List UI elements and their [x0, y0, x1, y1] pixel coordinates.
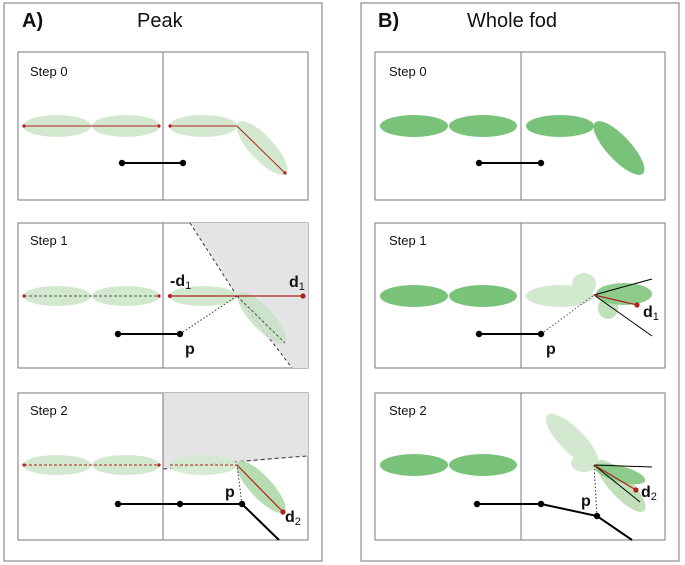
p-label: p	[581, 493, 591, 510]
vector-tip	[633, 487, 639, 493]
cone-edge	[593, 464, 653, 468]
step-label: Step 1	[389, 233, 427, 248]
panel-a-step-2: Step 2 p d2	[17, 392, 309, 541]
cone-edge	[593, 278, 653, 296]
step-label: Step 2	[389, 403, 427, 418]
vector-tip	[280, 509, 286, 515]
projection-line	[593, 464, 598, 517]
segment-ellipse	[380, 285, 448, 307]
end-dot	[168, 294, 172, 298]
panel-b-title: Whole fod	[467, 10, 557, 32]
fod-lobe	[572, 273, 596, 295]
fod-lobe	[596, 283, 652, 305]
path-node	[114, 500, 122, 508]
peak-line	[170, 125, 286, 174]
projection-line	[540, 294, 595, 335]
end-dot	[22, 124, 26, 128]
path-node	[179, 159, 187, 167]
p-label: p	[546, 341, 556, 358]
segment-ellipse	[237, 292, 287, 344]
path-node	[473, 500, 481, 508]
step-label: Step 2	[30, 403, 68, 418]
d1-label: d1	[289, 274, 305, 293]
step-label: Step 0	[30, 64, 68, 79]
segment-ellipse	[593, 121, 645, 175]
projection-line	[179, 295, 238, 335]
fod-lobe	[594, 463, 646, 485]
projection-line	[236, 464, 243, 505]
d2-label: d2	[285, 509, 301, 528]
direction-vector	[593, 464, 637, 491]
path-node	[537, 159, 545, 167]
p-label: p	[185, 341, 195, 358]
panel-b: B) Whole fod Step 0 Step 1	[360, 2, 680, 562]
end-dot	[283, 171, 287, 175]
path-node	[537, 500, 545, 508]
path-node	[176, 330, 184, 338]
panel-b-step-0: Step 0	[374, 51, 666, 201]
cone-edge	[593, 464, 641, 503]
segment-ellipse	[380, 115, 448, 137]
segment-ellipse	[449, 115, 517, 137]
segment-ellipse	[526, 115, 594, 137]
p-label: p	[225, 484, 235, 501]
fod-lobe	[545, 413, 599, 467]
path-node	[238, 500, 246, 508]
direction-vector	[236, 464, 284, 513]
path-node	[475, 159, 483, 167]
end-dot	[157, 463, 161, 467]
path-node	[537, 330, 545, 338]
end-dot	[22, 294, 26, 298]
end-dot	[157, 124, 161, 128]
neg-d1-label: -d1	[170, 273, 191, 292]
fod-lobe	[571, 454, 597, 472]
boundary-line	[189, 222, 238, 297]
end-dot	[22, 463, 26, 467]
segment-ellipse	[236, 461, 286, 513]
panel-b-step-2: Step 2 p d2	[374, 392, 666, 541]
panel-b-step-1: Step 1 p d1	[374, 222, 666, 369]
vector-tip	[300, 293, 306, 299]
segment-ellipse	[449, 285, 517, 307]
panel-a-letter: A)	[22, 10, 43, 32]
direction-vector	[593, 294, 638, 306]
path-node	[475, 330, 483, 338]
step-label: Step 0	[389, 64, 427, 79]
path-node	[114, 330, 122, 338]
panel-a-step-1: Step 1 -d1 d1 p	[17, 222, 309, 369]
path-segment	[477, 503, 633, 541]
path-node	[593, 512, 601, 520]
step-label: Step 1	[30, 233, 68, 248]
segment-ellipse	[380, 454, 448, 476]
panel-a-title: Peak	[137, 10, 184, 32]
peak-line-dashed	[236, 295, 286, 344]
vector-tip	[634, 302, 640, 308]
cone-edge	[593, 294, 653, 337]
panel-a-step-0: Step 0	[17, 51, 309, 201]
excluded-region	[163, 393, 308, 469]
end-dot	[157, 294, 161, 298]
d2-label: d2	[641, 484, 657, 503]
panel-a-frame	[3, 2, 323, 562]
end-dot	[168, 124, 172, 128]
path-node	[176, 500, 184, 508]
d1-label: d1	[643, 304, 659, 323]
panel-b-frame	[360, 2, 680, 562]
panel-a: A) Peak Step 0 St	[3, 2, 323, 562]
panel-b-letter: B)	[378, 10, 399, 32]
segment-ellipse	[449, 454, 517, 476]
segment-ellipse	[236, 121, 288, 175]
path-node	[118, 159, 126, 167]
